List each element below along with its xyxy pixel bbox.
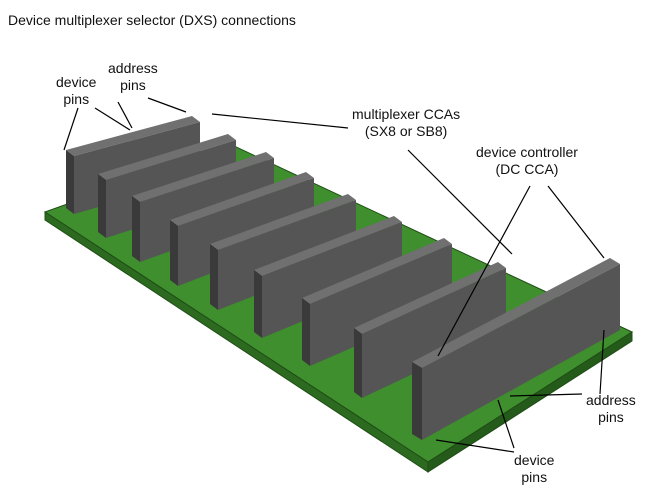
leader-address-pins-bottom-1 [509, 393, 583, 397]
label-device-pins-bottom: device pins [514, 452, 554, 486]
device-controller-card [412, 258, 620, 440]
leader-address-pins-top-3 [94, 107, 131, 131]
label-line: pins [120, 77, 146, 93]
label-line: pins [598, 409, 624, 425]
label-line: multiplexer CCAs [352, 106, 461, 122]
label-line: pins [521, 469, 548, 485]
leader-device-pins-top [63, 107, 79, 151]
label-device-pins-top: device pins [56, 74, 96, 108]
diagram-title: Device multiplexer selector (DXS) connec… [8, 12, 296, 28]
label-line: device [514, 452, 555, 468]
multiplexer-card [302, 238, 452, 366]
label-line: device [56, 74, 97, 90]
label-line: pins [63, 91, 90, 107]
leader-multiplexer-ccas-1 [211, 113, 349, 129]
multiplexer-cards [66, 116, 506, 398]
label-line: (DC CCA) [495, 161, 559, 177]
leader-address-pins-top-1 [117, 101, 133, 129]
label-line: address [108, 60, 158, 76]
leader-device-pins-bottom-2 [497, 399, 515, 449]
multiplexer-card [354, 262, 506, 398]
label-line: address [586, 392, 636, 408]
leader-multiplexer-ccas-2 [407, 149, 513, 255]
multiplexer-card [210, 194, 356, 310]
label-line: device controller [476, 144, 578, 160]
leader-address-pins-top-2 [147, 97, 187, 113]
leader-lines [63, 97, 605, 453]
leader-device-controller-2 [547, 185, 605, 259]
leader-address-pins-bottom-2 [599, 329, 605, 395]
multiplexer-card [254, 216, 402, 338]
leader-device-controller-1 [437, 185, 531, 357]
label-device-controller: device controller (DC CCA) [476, 144, 578, 178]
label-line: (SX8 or SB8) [364, 123, 448, 139]
leader-device-pins-bottom-1 [435, 439, 515, 453]
label-multiplexer-ccas: multiplexer CCAs (SX8 or SB8) [352, 106, 460, 140]
label-address-pins-bottom: address pins [586, 392, 636, 426]
board-right-edge [427, 331, 633, 473]
label-address-pins-top: address pins [108, 60, 158, 94]
